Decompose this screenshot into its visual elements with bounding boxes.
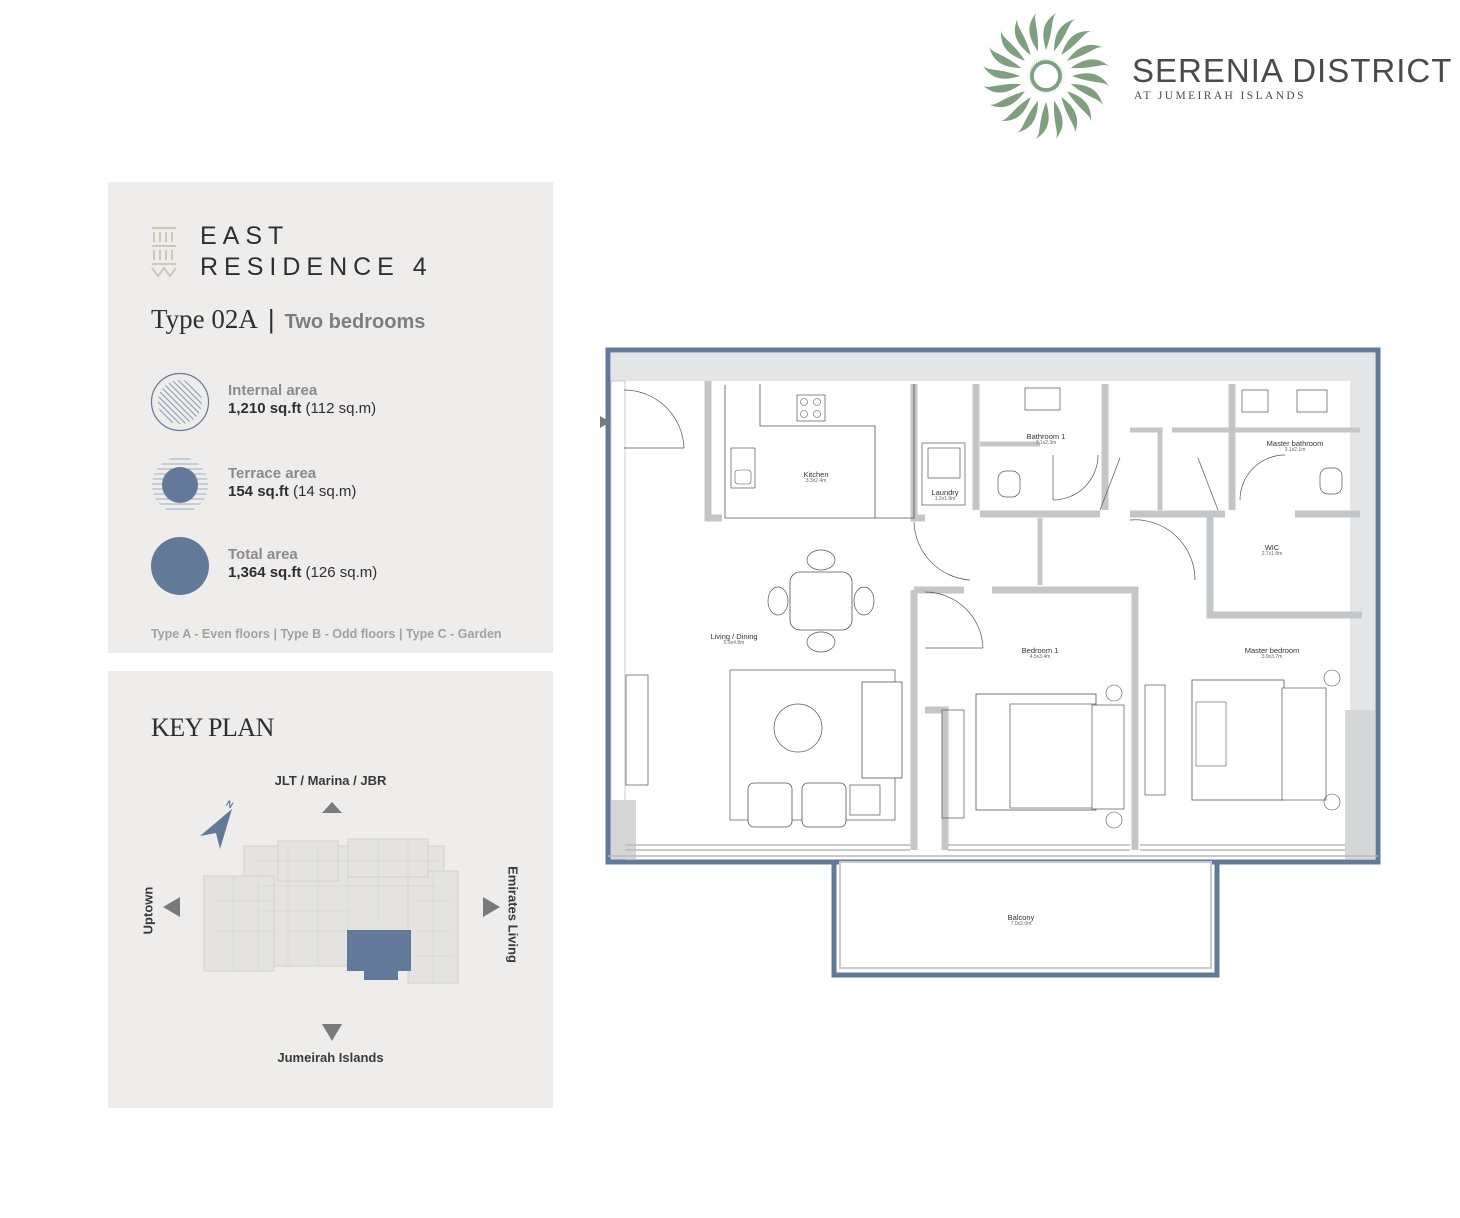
key-plan-map: N — [163, 798, 500, 1041]
arrow-up-icon — [322, 802, 342, 813]
type-separator: | — [267, 304, 275, 334]
unit-type: Type 02A | Two bedrooms — [151, 304, 425, 335]
area-value: 1,210 sq.ft (112 sq.m) — [228, 400, 377, 417]
leaf-shape — [1034, 102, 1049, 140]
direction-north-label: JLT / Marina / JBR — [274, 773, 387, 788]
leaf-wreath-icon — [981, 11, 1111, 141]
area-label: Internal area — [228, 382, 318, 399]
key-plan-panel: KEY PLAN N JLT / Marina / JBR Jumeirah I… — [108, 671, 553, 1108]
hatched-circle-icon — [150, 372, 210, 432]
leaf-shape — [1054, 18, 1078, 52]
leaf-shape — [1029, 11, 1039, 52]
leaf-shape — [987, 91, 1025, 108]
leaf-shape — [998, 97, 1031, 121]
leaf-shape — [1070, 84, 1104, 108]
building-emblem-icon — [151, 227, 177, 278]
type-code: Type 02A — [151, 304, 258, 334]
leaf-shape — [988, 44, 1022, 68]
highlighted-unit — [347, 930, 411, 980]
north-label: N — [224, 798, 235, 810]
leaf-shape — [981, 83, 1022, 93]
leaf-shape — [1014, 17, 1031, 55]
floor-type-note: Type A - Even floors | Type B - Odd floo… — [151, 627, 502, 641]
leaf-shape — [1067, 44, 1105, 61]
entry-arrow-icon — [600, 416, 610, 428]
residence-line2: RESIDENCE 4 — [200, 253, 433, 281]
leaf-shape — [1070, 59, 1111, 69]
leaf-shape — [1072, 73, 1110, 88]
area-value: 1,364 sq.ft (126 sq.m) — [228, 564, 378, 581]
striped-circle-icon — [152, 458, 208, 510]
key-plan-title: KEY PLAN — [151, 713, 274, 742]
north-arrow-icon — [200, 809, 232, 849]
terrace-area-row: Terrace area 154 sq.ft (14 sq.m) — [150, 455, 530, 517]
arrow-left-icon — [163, 897, 180, 917]
arrow-down-icon — [322, 1024, 342, 1041]
leaf-shape — [1053, 100, 1063, 141]
leaf-shape — [1014, 100, 1038, 134]
brand-subtitle: AT JUMEIRAH ISLANDS — [1134, 90, 1306, 102]
leaf-shape — [1041, 58, 1056, 64]
area-label: Total area — [228, 546, 298, 563]
solid-circle-icon — [151, 537, 209, 595]
internal-area-row: Internal area 1,210 sq.ft (112 sq.m) — [150, 372, 530, 434]
bedroom-count: Two bedrooms — [284, 311, 426, 333]
leaf-shape — [1061, 31, 1094, 55]
residence-info-panel: EAST RESIDENCE 4 Type 02A | Two bedrooms… — [108, 182, 553, 653]
area-label: Terrace area — [228, 465, 317, 482]
arrow-right-icon — [483, 897, 500, 917]
leaf-shape — [1061, 97, 1078, 135]
leaf-shape — [1067, 91, 1091, 124]
total-area-row: Total area 1,364 sq.ft (126 sq.m) — [150, 536, 530, 598]
residence-line1: EAST — [200, 222, 290, 250]
leaf-shape — [1043, 12, 1058, 50]
leaf-shape — [982, 64, 1020, 79]
area-value: 154 sq.ft (14 sq.m) — [228, 483, 357, 500]
brand-logo: SERENIA DISTRICT AT JUMEIRAH ISLANDS — [978, 8, 1451, 148]
leaf-shape — [1001, 28, 1025, 61]
direction-south-label: Jumeirah Islands — [277, 1050, 384, 1065]
floor-plan-drawing — [600, 347, 1381, 978]
brand-name: SERENIA DISTRICT — [1132, 52, 1453, 89]
